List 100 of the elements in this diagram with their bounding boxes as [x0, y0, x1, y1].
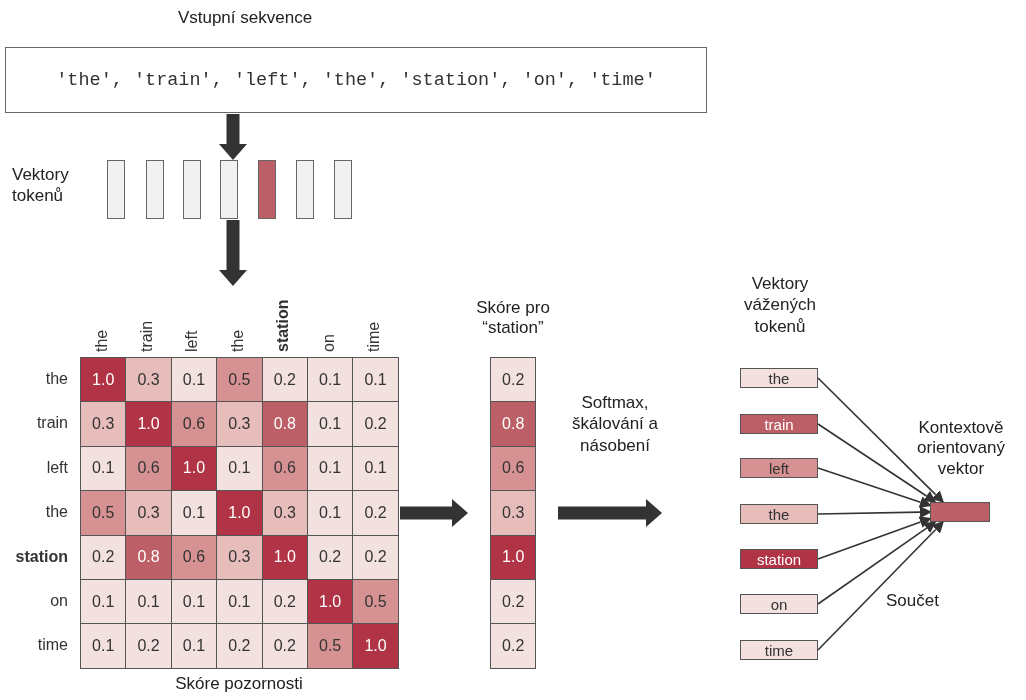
weighted-token-box: station: [740, 549, 818, 569]
score-cell: 0.2: [491, 358, 537, 403]
score-cell: 0.1: [171, 579, 218, 625]
score-cell: 0.1: [171, 358, 218, 403]
score-cell: 0.2: [353, 491, 399, 536]
side-label: Vektory tokenů: [12, 164, 70, 207]
token-vector-bar: [183, 160, 201, 219]
score-cell: 0.1: [171, 624, 218, 669]
score-cell: 0.3: [217, 535, 263, 580]
score-cell: 1.0: [307, 579, 354, 625]
score-cell: 1.0: [262, 535, 308, 580]
heading: Vstupní sekvence: [176, 8, 314, 29]
block-arrow: [558, 499, 662, 527]
weighted-token-box: left: [740, 458, 818, 478]
heading: Kontextově orientovaný vektor: [916, 418, 1006, 480]
column-header: left: [183, 330, 202, 352]
score-cell: 0.2: [491, 624, 537, 669]
token-vector-bar: [220, 160, 238, 219]
score-cell: 0.1: [81, 624, 127, 669]
score-cell: 1.0: [171, 446, 218, 492]
weighted-token-box: train: [740, 414, 818, 434]
score-cell: 0.2: [262, 358, 308, 403]
arrow: [817, 506, 932, 519]
score-cell: 1.0: [353, 624, 399, 669]
score-cell: 0.8: [491, 402, 537, 447]
arrow: [817, 516, 932, 560]
column-header: train: [138, 320, 157, 352]
token-vector-bar: [296, 160, 314, 219]
sum-label: Součet: [886, 590, 939, 612]
arrow: [817, 521, 937, 605]
column-header: on: [319, 334, 338, 352]
column-header: time: [365, 321, 384, 352]
score-cell: 1.0: [491, 535, 537, 580]
score-cell: 0.1: [353, 358, 399, 403]
score-cell: 1.0: [217, 491, 263, 536]
token-sequence: 'the', 'train', 'left', 'the', 'station', 'on', 'time': [56, 69, 656, 91]
score-cell: 0.3: [491, 491, 537, 536]
score-cell: 0.2: [353, 402, 399, 447]
arrow: [817, 423, 937, 503]
weighted-token-box: the: [740, 368, 818, 388]
row-header: left: [46, 457, 68, 478]
score-cell: 0.3: [126, 491, 172, 536]
score-cell: 0.1: [307, 491, 354, 536]
row-header: station: [15, 546, 68, 567]
score-cell: 0.1: [81, 579, 127, 625]
score-cell: 0.1: [307, 446, 354, 492]
row-header: train: [36, 413, 68, 434]
score-cell: 0.2: [262, 624, 308, 669]
score-cell: 0.6: [491, 446, 537, 492]
block-arrow: [219, 114, 247, 160]
score-cell: 0.8: [126, 535, 172, 580]
heading: Skóre pro “station”: [475, 298, 551, 339]
score-cell: 0.3: [217, 402, 263, 447]
score-cell: 0.2: [307, 535, 354, 580]
score-cell: 0.1: [171, 491, 218, 536]
score-cell: 0.6: [126, 446, 172, 492]
column-header: station: [274, 299, 293, 352]
token-vector-bar: [146, 160, 164, 219]
row-header: the: [45, 369, 68, 389]
score-cell: 0.6: [171, 402, 218, 447]
weighted-token-box: time: [740, 640, 818, 660]
score-cell: 0.2: [491, 579, 537, 625]
score-cell: 0.1: [353, 446, 399, 492]
score-cell: 0.5: [81, 491, 127, 536]
row-header: on: [50, 591, 68, 611]
score-cell: 0.3: [81, 402, 127, 447]
score-cell: 0.8: [262, 402, 308, 447]
score-cell: 0.3: [262, 491, 308, 536]
score-cell: 0.1: [307, 358, 354, 403]
matrix-title: Skóre pozornosti: [174, 674, 304, 694]
score-cell: 0.1: [217, 579, 263, 625]
score-cell: 1.0: [126, 402, 172, 447]
score-cell: 0.1: [217, 446, 263, 492]
column-header: the: [92, 329, 111, 352]
row-header: time: [37, 635, 68, 656]
block-arrow: [400, 499, 468, 527]
score-cell: 0.2: [126, 624, 172, 669]
score-cell: 0.1: [307, 402, 354, 447]
weighted-token-box: on: [740, 594, 818, 614]
score-cell: 0.2: [353, 535, 399, 580]
column-header: the: [228, 329, 247, 352]
score-cell: 0.1: [81, 446, 127, 492]
score-cell: 0.5: [353, 579, 399, 625]
score-cell: 0.2: [262, 579, 308, 625]
score-cell: 0.3: [126, 358, 172, 403]
score-cell: 0.2: [81, 535, 127, 580]
score-cell: 0.5: [307, 624, 354, 669]
score-cell: 1.0: [81, 358, 127, 403]
arrow: [817, 377, 945, 504]
token-vector-bar: [258, 160, 276, 219]
heading: Vektory vážených tokenů: [743, 273, 817, 337]
token-vector-bar: [334, 160, 352, 219]
score-cell: 0.2: [217, 624, 263, 669]
token-vector-bar: [107, 160, 125, 219]
score-cell: 0.1: [126, 579, 172, 625]
block-arrow: [219, 220, 247, 286]
arrow: [817, 520, 945, 651]
row-header: the: [45, 502, 68, 523]
score-cell: 0.6: [262, 446, 308, 492]
arrow: [817, 467, 932, 508]
